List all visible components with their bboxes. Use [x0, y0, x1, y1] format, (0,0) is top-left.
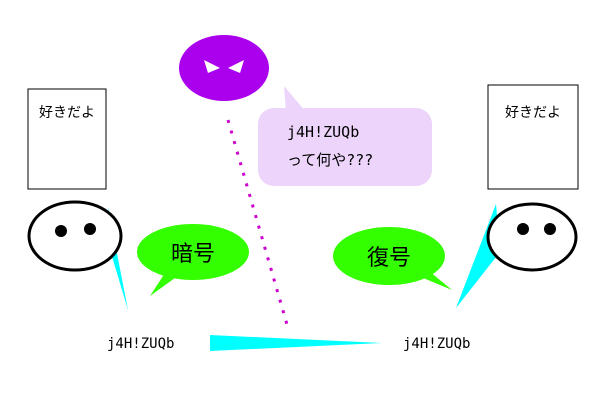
decrypt-bubble-body	[333, 227, 445, 285]
right-person: 好きだよ	[456, 84, 579, 308]
encrypt-label: 暗号	[171, 242, 215, 267]
encrypt-bubble: 暗号	[137, 224, 249, 296]
right-note	[487, 84, 579, 190]
left-face	[27, 200, 123, 272]
right-eye-1	[517, 223, 529, 235]
eavesdropper-speech-bubble: j4H!ZUQb って何や???	[258, 86, 432, 186]
left-eye-2	[84, 223, 96, 235]
left-note-text: 好きだよ	[39, 105, 95, 121]
speech-line-2: って何や???	[287, 151, 373, 169]
ciphertext-received: j4H!ZUQb	[403, 336, 470, 352]
transmission-wedge	[210, 335, 382, 351]
encrypt-bubble-body	[137, 224, 249, 280]
decrypt-label: 復号	[367, 246, 411, 271]
speech-line-1: j4H!ZUQb	[287, 123, 359, 141]
left-person: 好きだよ	[27, 88, 128, 310]
right-note-text: 好きだよ	[505, 105, 561, 121]
eavesdropper-eye-right	[228, 60, 244, 73]
speech-bubble-tail	[284, 86, 306, 112]
decrypt-bubble: 復号	[333, 227, 452, 290]
right-face	[486, 202, 578, 272]
eavesdropper	[179, 35, 269, 101]
ciphertext-sent: j4H!ZUQb	[107, 336, 174, 352]
eavesdropper-face	[179, 35, 269, 101]
left-eye-1	[55, 225, 67, 237]
eavesdropper-eye-left	[204, 60, 220, 73]
right-eye-2	[544, 223, 556, 235]
speech-bubble-body	[258, 108, 432, 186]
left-note	[27, 88, 107, 190]
